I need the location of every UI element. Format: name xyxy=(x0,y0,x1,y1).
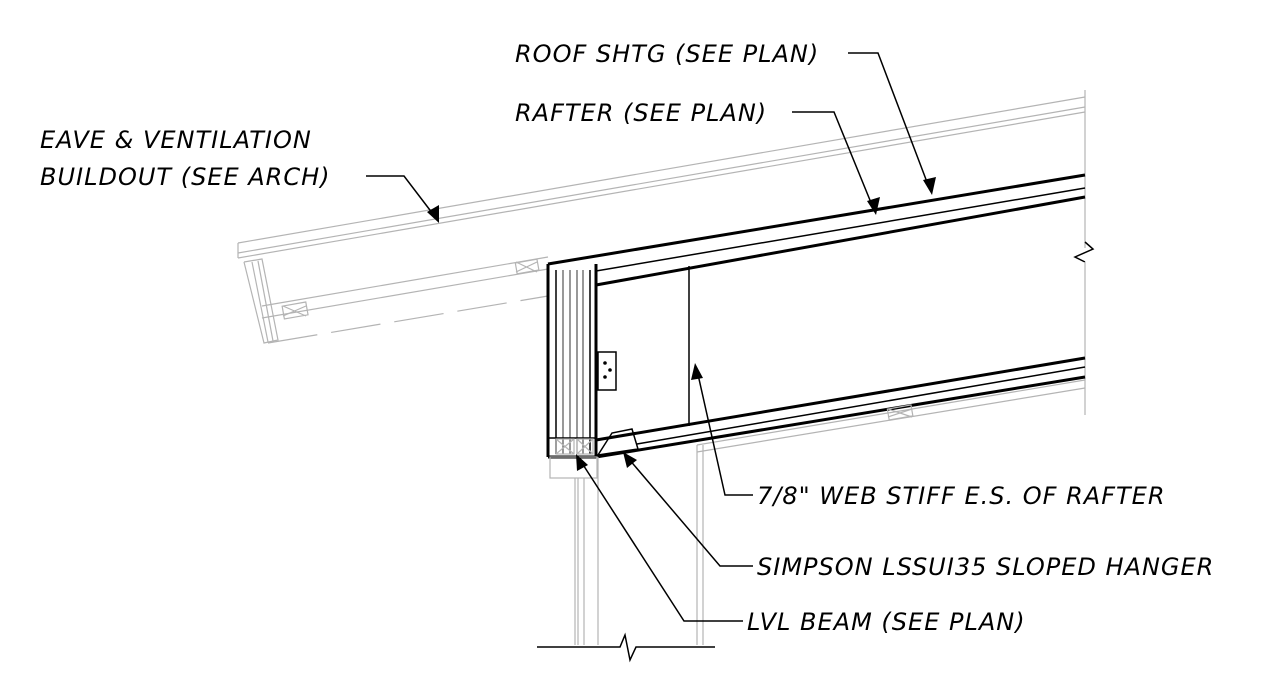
leader-hanger xyxy=(627,457,753,567)
post-below xyxy=(537,379,1086,663)
eave-buildout xyxy=(237,96,1086,344)
note-rafter: RAFTER (SEE PLAN) xyxy=(515,99,767,127)
sloped-hanger xyxy=(596,351,639,456)
note-web-stiffener: 7/8" WEB STIFF E.S. OF RAFTER xyxy=(757,482,1166,510)
leader-eave xyxy=(366,175,437,219)
leader-lvl-beam xyxy=(579,459,743,622)
leader-roof-sheathing xyxy=(848,52,931,191)
note-eave-line2: BUILDOUT (SEE ARCH) xyxy=(40,163,331,191)
rafter xyxy=(547,173,1086,459)
leader-web-stiffener xyxy=(696,369,753,496)
notes: ROOF SHTG (SEE PLAN) RAFTER (SEE PLAN) E… xyxy=(40,40,1214,636)
leaders xyxy=(366,52,936,622)
wall-right xyxy=(1073,90,1095,415)
note-eave-line1: EAVE & VENTILATION xyxy=(40,126,312,154)
note-lvl-beam: LVL BEAM (SEE PLAN) xyxy=(747,608,1026,636)
lvl-beam xyxy=(546,264,598,459)
leader-rafter xyxy=(792,111,875,211)
note-roof-sheathing: ROOF SHTG (SEE PLAN) xyxy=(515,40,819,68)
note-hanger: SIMPSON LSSUI35 SLOPED HANGER xyxy=(757,553,1214,581)
